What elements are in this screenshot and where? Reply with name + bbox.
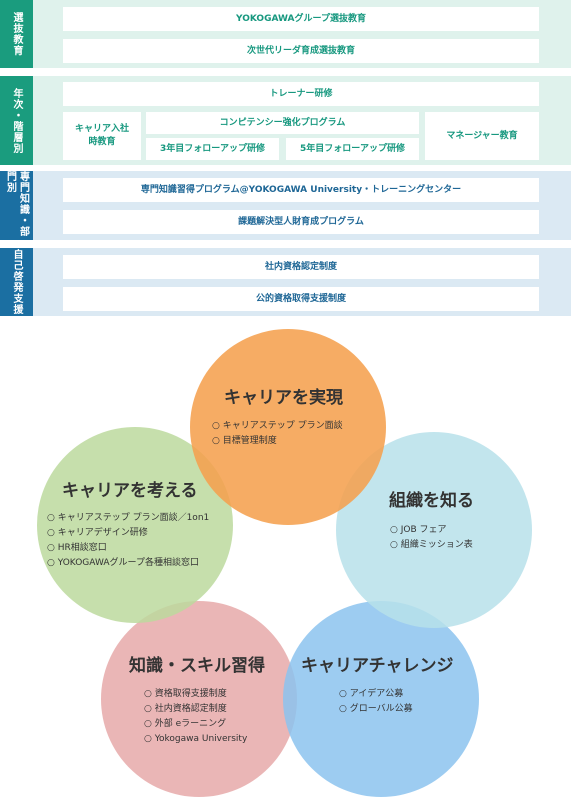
list-item: 組織ミッション表: [390, 538, 473, 553]
program-followup-5th-year[interactable]: 5年目フォローアップ研修: [286, 138, 419, 160]
circle-think-list: キャリアステップ プラン面談／1on1 キャリアデザイン研修 HR相談窓口 YO…: [47, 511, 210, 571]
section-jiko: 自己啓発支援 社内資格認定制度 公的資格取得支援制度: [0, 248, 571, 316]
section-senbatsu-label: 選抜教育: [11, 12, 22, 56]
program-public-qualification-support[interactable]: 公的資格取得支援制度: [63, 287, 539, 311]
program-followup-3rd-year[interactable]: 3年目フォローアップ研修: [146, 138, 279, 160]
list-item: アイデア公募: [339, 687, 413, 702]
list-item: キャリアデザイン研修: [47, 526, 209, 541]
list-item: JOB フェア: [390, 523, 473, 538]
program-problem-solving[interactable]: 課題解決型人財育成プログラム: [63, 210, 539, 234]
circle-challenge-list: アイデア公募 グローバル公募: [339, 687, 413, 717]
section-nenji: 年次・階層別 トレーナー研修 キャリア入社時教育 コンピテンシー強化プログラム …: [0, 76, 571, 165]
section-senmon: 専門知識・部門別 専門知識習得プログラム@YOKOGAWA University…: [0, 171, 571, 240]
career-venn-diagram: キャリアを実現 キャリアステップ プラン面談 目標管理制度 キャリアを考える キ…: [0, 325, 571, 800]
list-item: YOKOGAWAグループ各種相談窓口: [47, 556, 209, 571]
circle-realize-title: キャリアを実現: [224, 388, 343, 408]
section-senbatsu-tab: 選抜教育: [0, 0, 33, 68]
circle-realize-list: キャリアステップ プラン面談 目標管理制度: [212, 419, 343, 449]
list-item: 目標管理制度: [212, 434, 343, 449]
circle-challenge-title: キャリアチャレンジ: [301, 656, 454, 676]
section-jiko-label: 自己啓発支援: [11, 249, 22, 315]
program-manager[interactable]: マネージャー教育: [425, 112, 539, 160]
list-item: 外部 eラーニング: [144, 717, 247, 732]
program-internal-certification[interactable]: 社内資格認定制度: [63, 255, 539, 279]
section-nenji-tab: 年次・階層別: [0, 76, 33, 165]
program-yokogawa-group-selection[interactable]: YOKOGAWAグループ選抜教育: [63, 7, 539, 31]
list-item: Yokogawa University: [144, 732, 248, 747]
program-next-leader-selection[interactable]: 次世代リーダ育成選抜教育: [63, 39, 539, 63]
circle-org-list: JOB フェア 組織ミッション表: [390, 523, 473, 553]
list-item: 資格取得支援制度: [144, 687, 247, 702]
section-senmon-tab: 専門知識・部門別: [0, 171, 33, 240]
program-career-new-hire[interactable]: キャリア入社時教育: [63, 112, 141, 160]
circle-org-title: 組織を知る: [389, 491, 474, 511]
section-senbatsu: 選抜教育 YOKOGAWAグループ選抜教育 次世代リーダ育成選抜教育: [0, 0, 571, 68]
circle-think-title: キャリアを考える: [62, 481, 198, 501]
section-senmon-label: 専門知識・部門別: [4, 171, 29, 237]
list-item: グローバル公募: [339, 702, 413, 717]
program-competency[interactable]: コンピテンシー強化プログラム: [146, 112, 419, 134]
list-item: HR相談窓口: [47, 541, 209, 556]
circle-skill-title: 知識・スキル習得: [129, 656, 265, 676]
list-item: 社内資格認定制度: [144, 702, 247, 717]
section-nenji-label: 年次・階層別: [11, 87, 22, 154]
list-item: キャリアステップ プラン面談／1on1: [47, 511, 210, 526]
section-jiko-tab: 自己啓発支援: [0, 248, 33, 316]
circle-skill-list: 資格取得支援制度 社内資格認定制度 外部 eラーニング Yokogawa Uni…: [144, 687, 248, 747]
program-specialized-knowledge[interactable]: 専門知識習得プログラム@YOKOGAWA University・トレーニングセン…: [63, 178, 539, 202]
list-item: キャリアステップ プラン面談: [212, 419, 343, 434]
program-trainer[interactable]: トレーナー研修: [63, 82, 539, 106]
